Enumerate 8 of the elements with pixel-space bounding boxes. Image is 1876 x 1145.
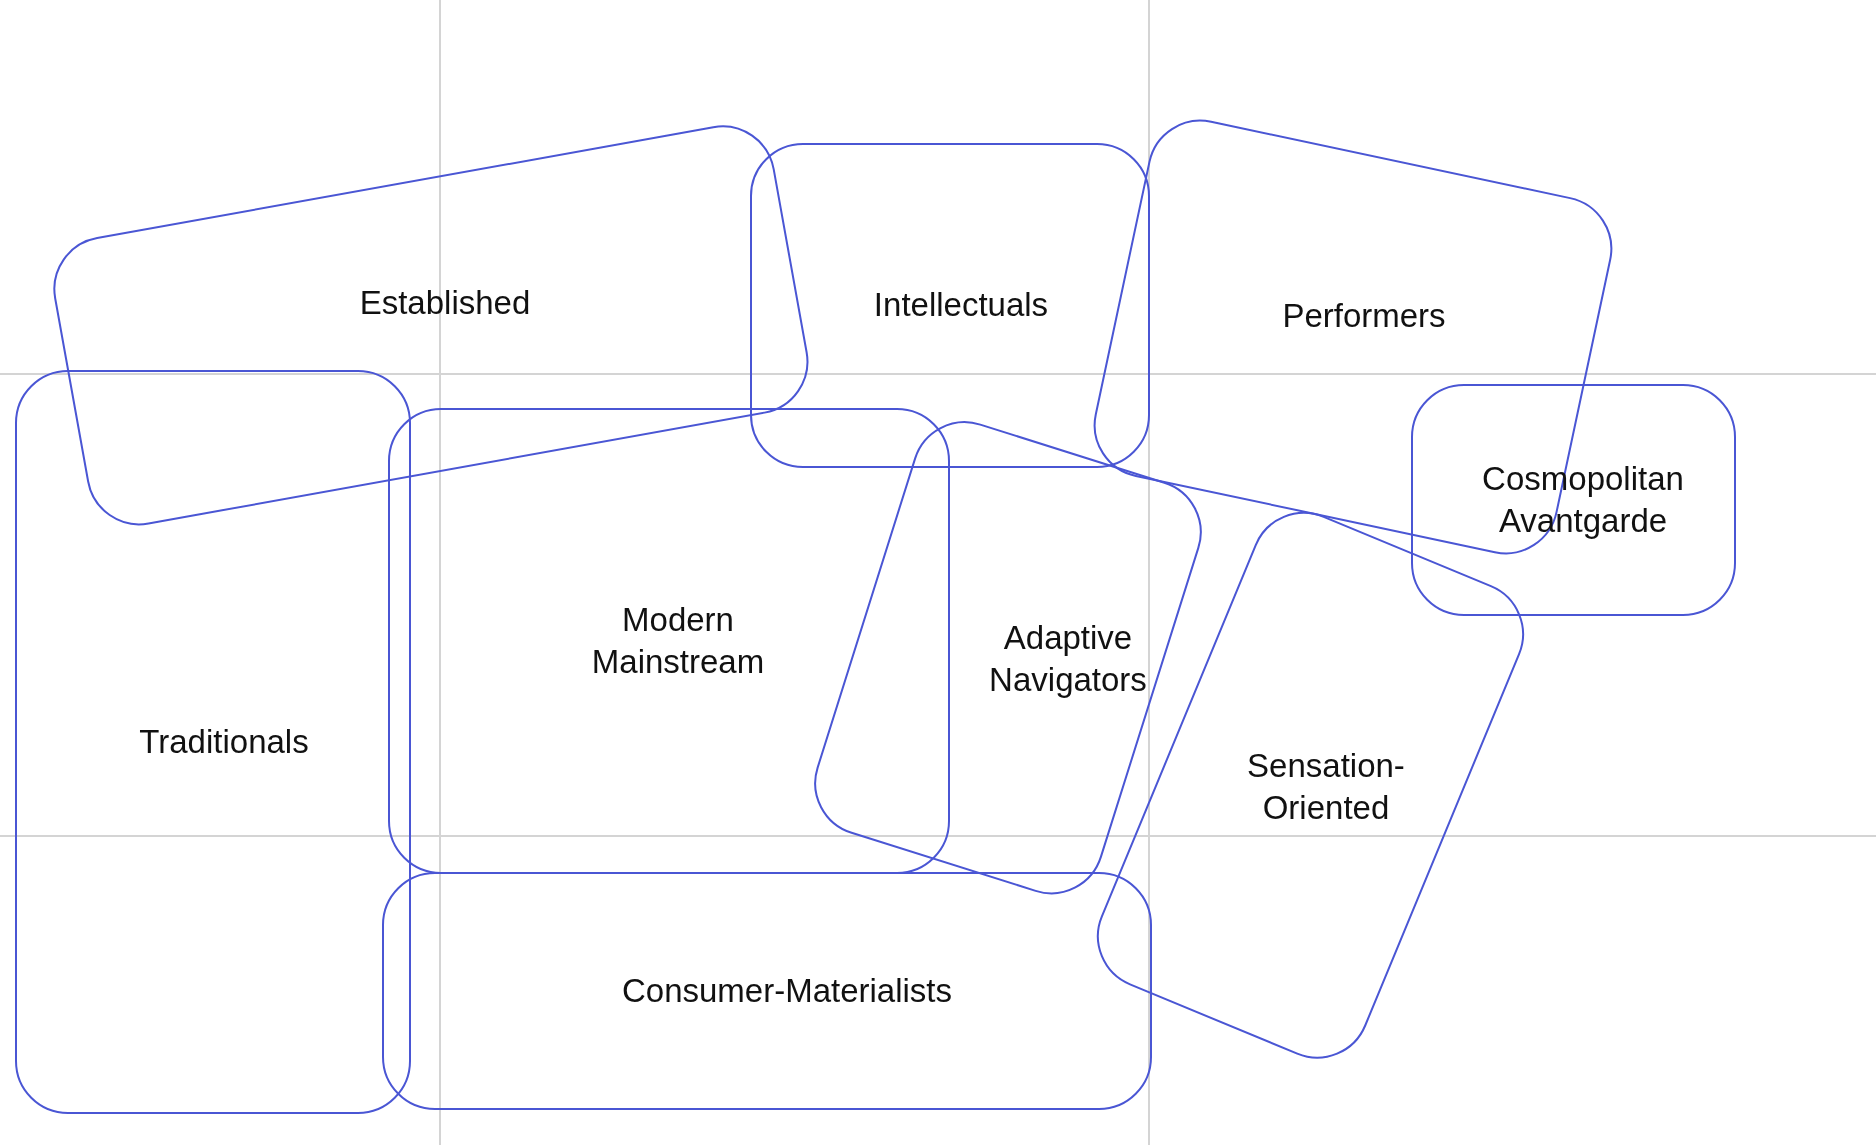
region-label: Traditionals: [138, 721, 310, 762]
region-label: Performers: [1281, 295, 1447, 336]
region-label: Intellectuals: [872, 284, 1050, 325]
region-label: Modern Mainstream: [590, 599, 766, 682]
region-label: Established: [358, 282, 532, 323]
region-label: Sensation-Oriented: [1246, 745, 1406, 828]
region-label: Adaptive Navigators: [988, 617, 1148, 700]
region-label: Consumer-Materialists: [620, 970, 954, 1011]
